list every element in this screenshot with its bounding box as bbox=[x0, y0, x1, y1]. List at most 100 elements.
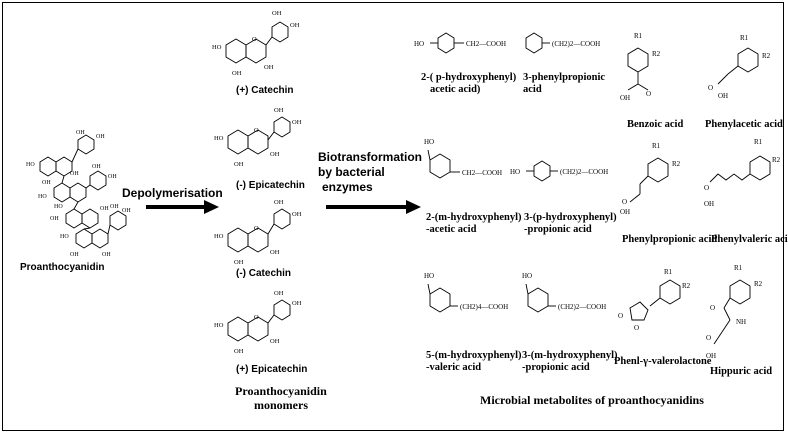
catechin-plus-label: (+) Catechin bbox=[236, 85, 294, 96]
svg-text:O: O bbox=[710, 304, 715, 312]
svg-text:O: O bbox=[708, 84, 713, 92]
svg-text:HO: HO bbox=[214, 135, 224, 142]
valerolactone-structure: R1 R2 O O bbox=[618, 268, 691, 332]
svg-text:OH: OH bbox=[102, 252, 111, 258]
svg-text:(CH2)2—COOH: (CH2)2—COOH bbox=[552, 40, 600, 48]
svg-text:R1: R1 bbox=[740, 34, 749, 42]
metabolite-11: Phenl-γ-valerolactone bbox=[614, 356, 712, 367]
biotransformation-label-line2: by bacterial bbox=[318, 165, 385, 179]
svg-text:HO: HO bbox=[54, 204, 63, 210]
svg-text:O: O bbox=[634, 324, 639, 332]
phenylpropionic-acid-structure: R1 R2 O OH bbox=[620, 142, 681, 216]
epicatechin-minus-label: (-) Epicatechin bbox=[236, 180, 305, 191]
svg-text:OH: OH bbox=[704, 200, 714, 208]
m-hydroxyphenylvaleric-structure: HO (CH2)4—COOH bbox=[424, 272, 508, 313]
metabolite-6-line2: -propionic acid bbox=[524, 224, 592, 235]
svg-text:HO: HO bbox=[214, 322, 224, 329]
m-hydroxyphenylpropionic-structure: HO (CH2)2—COOH bbox=[522, 272, 606, 313]
metabolite-8: Phenylvaleric acid bbox=[711, 234, 788, 245]
metabolite-5-line1: 2-(m-hydroxyphenyl) bbox=[426, 212, 522, 223]
svg-text:OH: OH bbox=[270, 338, 280, 345]
svg-text:OH: OH bbox=[274, 107, 284, 114]
metabolite-4: Phenylacetic acid bbox=[705, 119, 783, 130]
svg-text:OH: OH bbox=[108, 174, 117, 180]
metabolite-2-line1: 3-phenylpropionic bbox=[523, 72, 606, 83]
catechin-minus-label: (-) Catechin bbox=[236, 268, 291, 279]
metabolite-2-line2: acid bbox=[523, 84, 542, 95]
metabolites-footer-label: Microbial metabolites of proanthocyanidi… bbox=[480, 393, 704, 407]
svg-text:HO: HO bbox=[26, 162, 35, 168]
metabolite-1-line2: acetic acid) bbox=[430, 84, 481, 95]
svg-text:OH: OH bbox=[290, 22, 300, 29]
svg-text:OH: OH bbox=[70, 171, 79, 177]
svg-text:O: O bbox=[254, 314, 259, 321]
metabolite-3: Benzoic acid bbox=[627, 119, 684, 130]
svg-text:O: O bbox=[252, 36, 257, 43]
metabolite-10-line1: 3-(m-hydroxyphenyl) bbox=[522, 350, 618, 361]
proanthocyanidin-label: Proanthocyanidin bbox=[20, 262, 105, 273]
svg-text:(CH2)4—COOH: (CH2)4—COOH bbox=[460, 303, 508, 311]
svg-text:OH: OH bbox=[232, 70, 242, 77]
metabolite-5-line2: -acetic acid bbox=[426, 224, 477, 235]
metabolite-6-line1: 3-(p-hydroxyphenyl) bbox=[524, 212, 617, 223]
svg-text:R1: R1 bbox=[664, 268, 673, 276]
svg-text:OH: OH bbox=[270, 151, 280, 158]
svg-text:HO: HO bbox=[424, 138, 434, 146]
monomers-label-line2: monomers bbox=[254, 398, 308, 412]
svg-text:OH: OH bbox=[70, 252, 79, 258]
svg-text:CH2—COOH: CH2—COOH bbox=[466, 40, 506, 48]
svg-text:R2: R2 bbox=[754, 280, 763, 288]
svg-text:R1: R1 bbox=[634, 32, 643, 40]
svg-text:O: O bbox=[706, 334, 711, 342]
phenylpropionic-3-structure: (CH2)2—COOH bbox=[525, 32, 600, 54]
svg-text:OH: OH bbox=[264, 64, 274, 71]
svg-text:OH: OH bbox=[76, 130, 85, 136]
svg-text:OH: OH bbox=[122, 208, 131, 214]
depolymerisation-arrow bbox=[146, 200, 219, 214]
metabolite-7: Phenylpropionic acid bbox=[622, 234, 718, 245]
svg-text:R1: R1 bbox=[754, 138, 763, 146]
svg-text:O: O bbox=[646, 90, 651, 98]
m-hydroxyphenylacetic-structure: HO CH2—COOH bbox=[424, 138, 502, 179]
svg-text:HO: HO bbox=[60, 234, 69, 240]
svg-text:OH: OH bbox=[292, 211, 302, 218]
svg-text:OH: OH bbox=[706, 352, 716, 360]
svg-text:OH: OH bbox=[270, 249, 280, 256]
svg-text:OH: OH bbox=[718, 92, 728, 100]
svg-text:O: O bbox=[622, 198, 627, 206]
svg-text:OH: OH bbox=[292, 300, 302, 307]
svg-text:HO: HO bbox=[522, 272, 532, 280]
svg-text:HO: HO bbox=[414, 40, 424, 48]
svg-text:OH: OH bbox=[92, 164, 101, 170]
svg-text:O: O bbox=[254, 225, 259, 232]
svg-text:R2: R2 bbox=[652, 50, 661, 58]
figure-frame bbox=[2, 2, 784, 431]
svg-text:R1: R1 bbox=[652, 142, 661, 150]
svg-text:R2: R2 bbox=[672, 160, 681, 168]
svg-text:HO: HO bbox=[510, 168, 520, 176]
svg-text:OH: OH bbox=[110, 204, 119, 210]
svg-text:R1: R1 bbox=[734, 264, 743, 272]
svg-text:R2: R2 bbox=[682, 282, 691, 290]
p-hydroxyphenylacetic-structure: HO CH2—COOH bbox=[414, 32, 506, 54]
svg-text:OH: OH bbox=[50, 216, 59, 222]
phenylvaleric-acid-structure: R1 R2 O OH bbox=[704, 138, 781, 208]
phenylacetic-acid-structure: R1 R2 O OH bbox=[708, 34, 771, 100]
metabolite-9-line1: 5-(m-hydroxyphenyl) bbox=[426, 350, 522, 361]
monomers-label-line1: Proanthocyanidin bbox=[235, 384, 327, 398]
metabolite-12: Hippuric acid bbox=[710, 366, 773, 377]
svg-text:OH: OH bbox=[42, 180, 51, 186]
biotransformation-label-line1: Biotransformation bbox=[318, 150, 423, 164]
benzoic-acid-structure: R1 R2 O OH bbox=[620, 32, 661, 102]
svg-text:NH: NH bbox=[736, 318, 746, 326]
svg-text:HO: HO bbox=[38, 194, 47, 200]
svg-text:OH: OH bbox=[272, 10, 282, 17]
svg-text:HO: HO bbox=[214, 233, 224, 240]
svg-text:HO: HO bbox=[424, 272, 434, 280]
epicatechin-plus-label: (+) Epicatechin bbox=[236, 364, 308, 375]
hippuric-acid-structure: R1 R2 O NH O OH bbox=[706, 264, 763, 360]
